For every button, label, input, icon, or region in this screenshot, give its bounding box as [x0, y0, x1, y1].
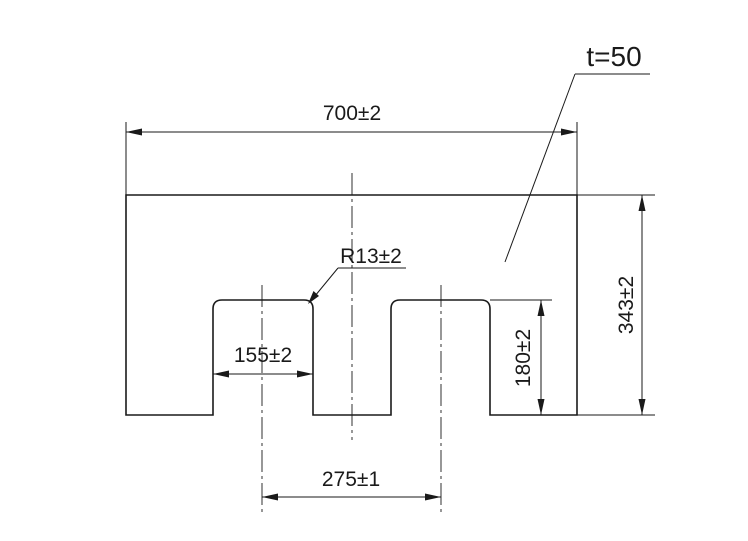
part-outline [125, 194, 578, 416]
slot-depth-dimension: 180±2 [490, 299, 552, 415]
slot-width-dimension: 155±2 [213, 344, 313, 378]
overall-width-dimension: 700±2 [125, 102, 578, 195]
slot-width-label: 155±2 [234, 344, 292, 367]
corner-radius-label: R13±2 [340, 245, 402, 268]
slot-pitch-label: 275±1 [322, 468, 380, 491]
thickness-label: t=50 [586, 41, 641, 72]
slot-depth-label: 180±2 [512, 329, 535, 387]
corner-radius-callout: R13±2 [308, 245, 406, 304]
overall-height-dimension: 343±2 [577, 194, 655, 416]
overall-height-label: 343±2 [615, 276, 638, 334]
overall-width-label: 700±2 [323, 102, 381, 125]
thickness-callout: t=50 [504, 41, 650, 263]
slot-pitch-dimension: 275±1 [262, 468, 441, 501]
